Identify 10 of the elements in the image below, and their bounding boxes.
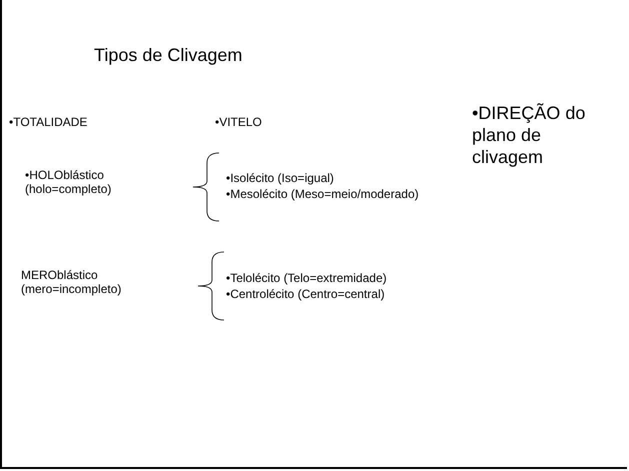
list-item: •Isolécito (Iso=igual) [226,171,334,185]
list-item: •Centrolécito (Centro=central) [226,287,385,301]
category-heading: •DIREÇÃO do plano de clivagem [472,102,586,168]
list-item: •HOLOblástico (holo=completo) [25,168,112,196]
category-heading: •VITELO [215,115,262,129]
category-heading: •TOTALIDADE [9,115,88,129]
list-item: MEROblástico (mero=incompleto) [21,268,122,296]
list-item: •Telolécito (Telo=extremidade) [226,271,387,285]
list-item: •Mesolécito (Meso=meio/moderado) [226,187,419,201]
slide-title: Tipos de Clivagem [94,44,242,66]
